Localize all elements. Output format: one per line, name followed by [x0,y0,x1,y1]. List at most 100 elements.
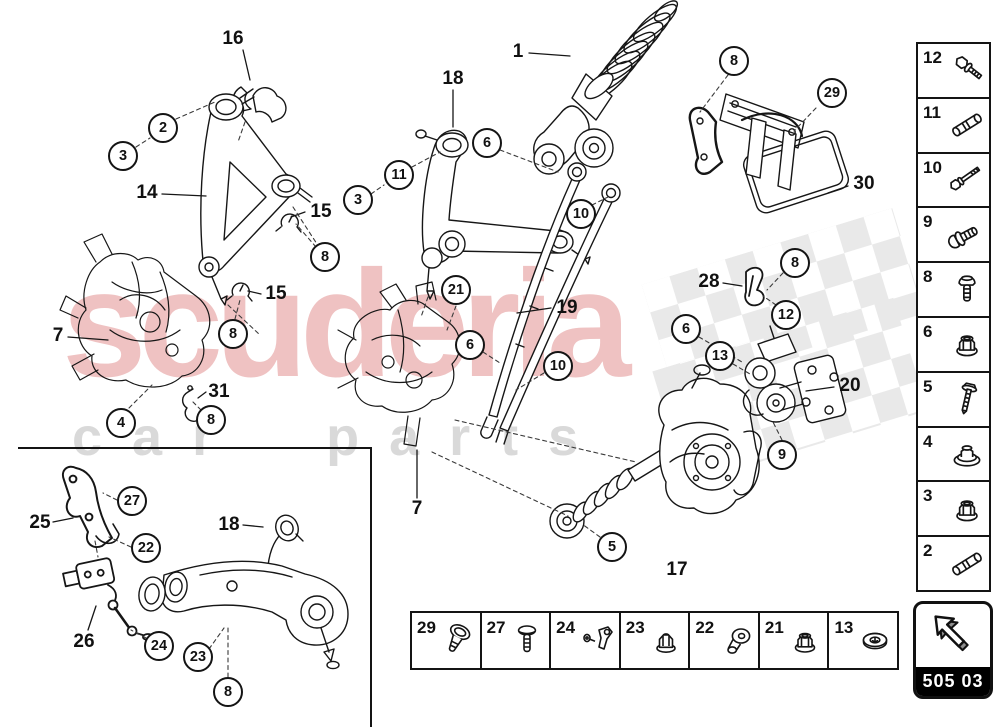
legend-item-2[interactable]: 2 [918,537,989,590]
strip-item-29[interactable]: 29 [412,613,482,668]
callout-label-7: 7 [52,325,64,346]
callout-label-26: 26 [73,631,95,652]
legend-item-number: 3 [923,486,933,506]
strip-item-number: 13 [834,618,854,637]
sleeve-icon [950,112,984,138]
bushing-icon [727,627,751,654]
screw-big-icon [440,620,473,656]
strip-item-24[interactable]: 24 [551,613,621,668]
callout-circle-13[interactable]: 13 [705,341,735,371]
callout-circle-6[interactable]: 6 [455,330,485,360]
callout-circle-29[interactable]: 29 [817,78,847,108]
strip-item-number: 23 [625,618,645,637]
callout-circle-8[interactable]: 8 [780,248,810,278]
nut-lock-icon [795,632,816,653]
callout-label-31: 31 [208,381,230,402]
legend-item-number: 8 [923,267,933,287]
legend-item-number: 10 [923,157,942,177]
callout-circle-27[interactable]: 27 [117,486,147,516]
callout-circle-8[interactable]: 8 [218,319,248,349]
callout-circle-8[interactable]: 8 [196,405,226,435]
nut-flange-wide-icon [953,445,981,467]
bracket-gasket-drawing [688,93,850,214]
callout-label-18: 18 [442,68,464,89]
callout-circle-8[interactable]: 8 [213,677,243,707]
bolt-long-icon [948,164,982,193]
strip-item-23[interactable]: 23 [620,613,691,668]
bolt-flange-long-icon [955,381,979,417]
legend-item-5[interactable]: 5 [918,372,989,428]
legend-item-number: 12 [923,48,942,67]
callout-circle-8[interactable]: 8 [310,242,340,272]
callout-label-15: 15 [265,283,287,304]
legend-item-10[interactable]: 10 [918,153,989,209]
strip-item-27[interactable]: 27 [481,613,552,668]
callout-label-18: 18 [218,514,240,535]
nut-lock-icon [956,335,978,357]
legend-item-12[interactable]: 12 [918,44,989,99]
sleeve-icon [950,550,984,577]
screw-pan-icon [517,624,537,652]
callout-circle-6[interactable]: 6 [671,314,701,344]
strip-item-number: 24 [556,618,576,637]
shock-absorber-drawing [533,0,679,175]
callout-circle-10[interactable]: 10 [566,199,596,229]
callout-circle-23[interactable]: 23 [183,642,213,672]
fastener-legend-column: 12 11 10 9 8 6 5 4 3 2 [916,42,991,592]
callout-label-1: 1 [512,41,524,62]
strip-item-number: 21 [764,618,784,637]
callout-circle-8[interactable]: 8 [719,46,749,76]
strip-item-number: 22 [695,618,715,637]
callout-circle-4[interactable]: 4 [106,408,136,438]
callout-circle-24[interactable]: 24 [144,631,174,661]
callout-circle-5[interactable]: 5 [597,532,627,562]
nut-lock-icon [956,500,978,522]
callout-circle-3[interactable]: 3 [108,141,138,171]
bolt-washer-icon [946,222,981,252]
callout-circle-21[interactable]: 21 [441,275,471,305]
callout-label-17: 17 [666,559,688,580]
callout-label-30: 30 [853,173,875,194]
callout-label-7: 7 [411,498,423,519]
callout-circle-12[interactable]: 12 [771,300,801,330]
callout-label-28: 28 [698,271,720,292]
legend-item-number: 5 [923,376,933,396]
legend-item-3[interactable]: 3 [918,482,989,538]
strip-item-21[interactable]: 21 [759,613,830,668]
callout-label-16: 16 [222,28,244,49]
callout-circle-9[interactable]: 9 [767,440,797,470]
legend-item-number: 11 [923,102,941,122]
section-nav-box[interactable]: 505 03 [913,601,993,699]
callout-circle-10[interactable]: 10 [543,351,573,381]
callout-label-25: 25 [29,512,51,533]
strip-item-13[interactable]: 13 [829,613,898,668]
watermark-title: scuderia [62,239,631,409]
callout-label-20: 20 [839,375,861,396]
legend-item-number: 2 [923,541,933,561]
strip-item-22[interactable]: 22 [690,613,760,668]
callout-circle-22[interactable]: 22 [131,533,161,563]
callout-label-15: 15 [310,201,332,222]
callout-label-19: 19 [556,297,578,318]
cap-round-icon [862,632,888,649]
legend-item-9[interactable]: 9 [918,208,989,264]
strip-item-number: 27 [486,618,506,637]
legend-item-11[interactable]: 11 [918,98,989,154]
section-code-band: 505 03 [916,667,990,696]
bolt-angled-icon [953,54,985,83]
arrow-up-left-icon [924,605,982,663]
inset-box-frame [18,447,372,727]
legend-item-4[interactable]: 4 [918,427,989,483]
strip-item-number: 29 [417,618,436,637]
callout-circle-6[interactable]: 6 [472,128,502,158]
callout-circle-11[interactable]: 11 [384,160,414,190]
legend-item-8[interactable]: 8 [918,263,989,318]
screw-dome-icon [958,274,976,302]
callout-label-14: 14 [136,182,158,203]
legend-item-number: 9 [923,212,933,232]
callout-circle-3[interactable]: 3 [343,185,373,215]
legend-item-6[interactable]: 6 [918,317,989,373]
legend-item-number: 4 [923,431,933,451]
callout-circle-2[interactable]: 2 [148,113,178,143]
